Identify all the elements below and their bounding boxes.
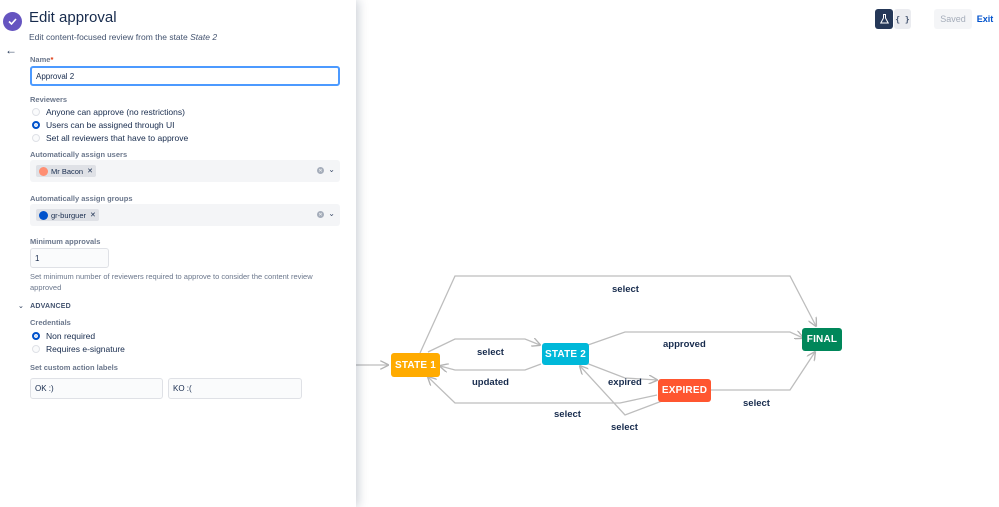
edge-expired bbox=[585, 362, 657, 380]
remove-user-icon[interactable]: ✕ bbox=[87, 168, 93, 175]
panel-subtitle: Edit content-focused review from the sta… bbox=[29, 32, 218, 42]
panel-title: Edit approval bbox=[29, 9, 117, 26]
credential-option-esign[interactable]: Requires e-signature bbox=[32, 344, 125, 354]
ok-label-input[interactable]: OK :) bbox=[30, 378, 163, 399]
chevron-down-icon[interactable]: ⌄ bbox=[328, 209, 335, 218]
edge-label-top-select: select bbox=[612, 284, 639, 295]
edge-label-approved: approved bbox=[663, 339, 706, 350]
edge-label-final-select: select bbox=[743, 398, 770, 409]
custom-labels-label: Set custom action labels bbox=[30, 363, 118, 372]
radio-non-required[interactable] bbox=[32, 332, 40, 340]
radio-esignature[interactable] bbox=[32, 345, 40, 353]
group-icon bbox=[39, 210, 48, 220]
edge-updated bbox=[440, 364, 542, 370]
remove-group-icon[interactable]: ✕ bbox=[90, 212, 96, 219]
node-state-1[interactable]: STATE 1 bbox=[391, 353, 440, 377]
credential-option-none[interactable]: Non required bbox=[32, 331, 95, 341]
reviewer-option-anyone[interactable]: Anyone can approve (no restrictions) bbox=[32, 107, 185, 117]
edge-label-s1-s2: select bbox=[477, 347, 504, 358]
ko-label-input[interactable]: KO :( bbox=[168, 378, 302, 399]
radio-all[interactable] bbox=[32, 134, 40, 142]
name-input[interactable]: Approval 2 bbox=[30, 66, 340, 86]
name-label: Name* bbox=[30, 55, 54, 64]
edge-label-bottom-select: select bbox=[554, 409, 581, 420]
assign-users-label: Automatically assign users bbox=[30, 150, 128, 159]
diagram-view-button[interactable] bbox=[875, 9, 893, 29]
clear-groups-icon[interactable]: ✕ bbox=[317, 211, 324, 218]
subtitle-state: State 2 bbox=[190, 32, 218, 42]
node-final[interactable]: FINAL bbox=[802, 328, 842, 351]
assign-groups-label: Automatically assign groups bbox=[30, 194, 133, 203]
approval-check-icon bbox=[3, 12, 22, 31]
json-view-button[interactable]: { } bbox=[894, 9, 911, 29]
edge-label-updated: updated bbox=[472, 377, 509, 388]
assign-users-select[interactable]: Mr Bacon ✕ ✕ ⌄ bbox=[30, 160, 340, 182]
clear-users-icon[interactable]: ✕ bbox=[317, 167, 324, 174]
user-chip: Mr Bacon ✕ bbox=[36, 165, 96, 177]
credentials-label: Credentials bbox=[30, 318, 71, 327]
edge-s1-s2 bbox=[427, 339, 540, 353]
radio-anyone[interactable] bbox=[32, 108, 40, 116]
chevron-down-icon[interactable]: ⌄ bbox=[328, 165, 335, 174]
edge-label-expired-select: select bbox=[611, 422, 638, 433]
node-expired[interactable]: EXPIRED bbox=[658, 379, 711, 402]
min-approvals-help: Set minimum number of reviewers required… bbox=[30, 272, 313, 292]
reviewers-label: Reviewers bbox=[30, 95, 68, 104]
radio-ui[interactable] bbox=[32, 121, 40, 129]
back-arrow-icon[interactable]: ← bbox=[5, 43, 17, 57]
min-approvals-label: Minimum approvals bbox=[30, 237, 101, 246]
reviewer-option-ui[interactable]: Users can be assigned through UI bbox=[32, 120, 175, 130]
saved-button[interactable]: Saved bbox=[934, 9, 972, 29]
exit-button[interactable]: Exit bbox=[976, 14, 994, 24]
assign-groups-select[interactable]: gr-burguer ✕ ✕ ⌄ bbox=[30, 204, 340, 226]
chevron-down-icon: ⌄ bbox=[18, 303, 25, 310]
edge-approved bbox=[587, 332, 803, 346]
advanced-toggle[interactable]: ⌄ADVANCED bbox=[18, 302, 71, 311]
flask-icon bbox=[879, 14, 889, 24]
edge-expired-s1 bbox=[428, 377, 658, 404]
edge-expired-s2 bbox=[580, 366, 663, 416]
edge-top-select bbox=[419, 275, 816, 354]
group-chip: gr-burguer ✕ bbox=[36, 209, 99, 221]
reviewer-option-all[interactable]: Set all reviewers that have to approve bbox=[32, 133, 188, 143]
user-avatar bbox=[39, 166, 48, 176]
edge-label-expired: expired bbox=[608, 377, 642, 388]
node-state-2[interactable]: STATE 2 bbox=[542, 343, 589, 365]
edge-final-select bbox=[711, 352, 815, 391]
min-approvals-input[interactable]: 1 bbox=[30, 248, 109, 268]
edit-approval-panel: ← Edit approval Edit content-focused rev… bbox=[0, 0, 356, 507]
